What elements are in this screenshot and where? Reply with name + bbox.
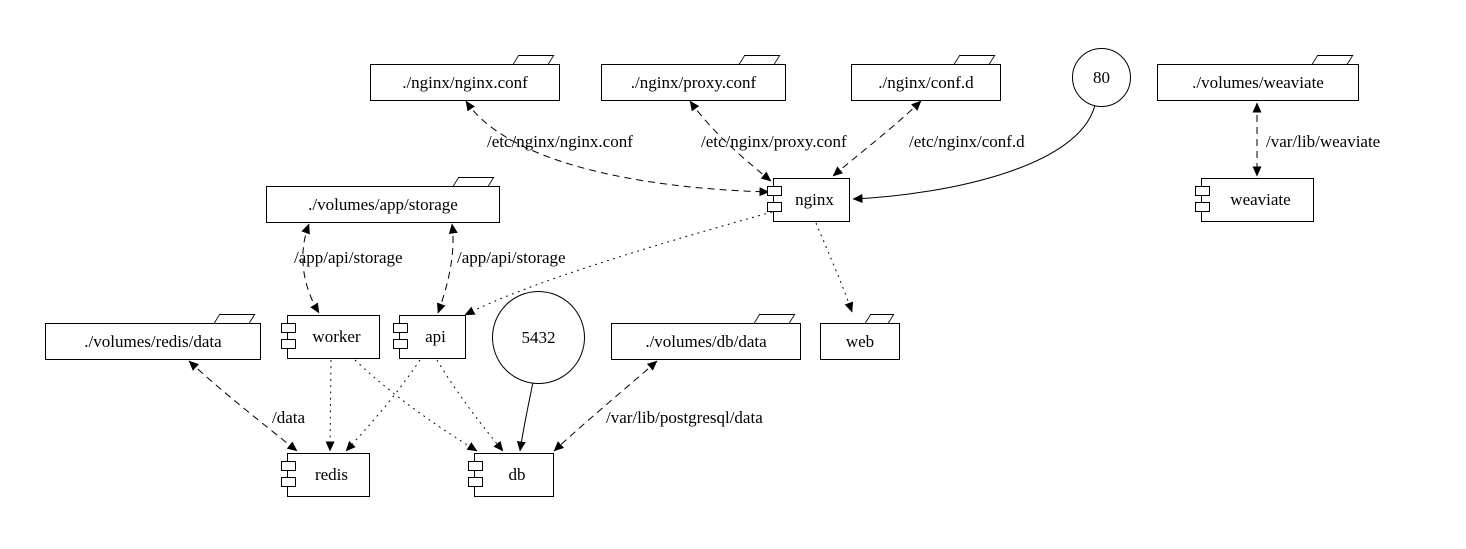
service-db-label: db (508, 465, 526, 484)
edge-nginx-conf-volume (465, 100, 770, 197)
service-worker: worker (281, 315, 380, 359)
port-5432-node: 5432 (492, 291, 585, 384)
folder-conf-d: ./nginx/conf.d (851, 55, 1001, 101)
folder-conf-d-label: ./nginx/conf.d (878, 72, 974, 92)
edge-conf-d-volume (832, 100, 922, 177)
folder-volumes-weaviate-label: ./volumes/weaviate (1192, 72, 1324, 92)
edge-label-api-storage-mount: /app/api/storage (457, 248, 566, 267)
edge-proxy-conf-volume (689, 100, 772, 182)
folder-nginx-conf: ./nginx/nginx.conf (370, 55, 560, 101)
folder-web-label: web (845, 331, 875, 351)
port-80-node: 80 (1072, 48, 1131, 107)
component-body (773, 178, 850, 222)
folder-volumes-app-storage: ./volumes/app/storage (266, 177, 500, 223)
component-port-icon (468, 461, 483, 471)
folder-volumes-redis-data: ./volumes/redis/data (45, 314, 261, 360)
folder-volumes-db-data-label: ./volumes/db/data (645, 331, 767, 351)
service-redis-label: redis (314, 465, 349, 484)
component-body (399, 315, 466, 359)
folder-body (370, 64, 560, 101)
edge-worker-storage-volume (301, 223, 320, 314)
folder-web: web (820, 314, 900, 360)
component-port-icon (1195, 202, 1210, 212)
component-body (287, 315, 380, 359)
service-nginx: nginx (767, 178, 850, 222)
folder-volumes-redis-data-label: ./volumes/redis/data (84, 331, 222, 351)
edge-label-redis-mount: /data (272, 408, 306, 427)
edge-worker-depends-db (354, 359, 478, 452)
folder-body (820, 323, 900, 360)
folder-proxy-conf-label: ./nginx/proxy.conf (630, 72, 757, 92)
component-port-icon (393, 339, 408, 349)
component-port-icon (468, 477, 483, 487)
folder-body (45, 323, 261, 360)
component-body (474, 453, 554, 497)
folder-body (611, 323, 801, 360)
component-port-icon (281, 477, 296, 487)
component-port-icon (1195, 186, 1210, 196)
service-api: api (393, 315, 466, 359)
port-5432-label: 5432 (521, 327, 556, 347)
edge-label-db-mount: /var/lib/postgresql/data (606, 408, 763, 427)
component-port-icon (281, 323, 296, 333)
edge-api-depends-db (436, 359, 504, 452)
folder-body (266, 186, 500, 223)
service-redis: redis (281, 453, 370, 497)
edge-label-weaviate-mount: /var/lib/weaviate (1266, 132, 1381, 151)
edge-nginx-depends-web (815, 222, 854, 313)
service-worker-label: worker (312, 327, 361, 346)
folder-body (851, 64, 1001, 101)
component-body (1201, 178, 1314, 222)
folder-volumes-db-data: ./volumes/db/data (611, 314, 801, 360)
edge-port-80 (852, 104, 1096, 204)
component-port-icon (767, 186, 782, 196)
edge-api-storage-volume (436, 223, 458, 314)
edge-nginx-depends-api (464, 211, 773, 316)
edge-label-conf-d-mount: /etc/nginx/conf.d (909, 132, 1025, 151)
edge-worker-depends-redis (325, 359, 335, 452)
edge-api-depends-redis (345, 359, 421, 452)
component-port-icon (281, 339, 296, 349)
edge-label-proxy-conf-mount: /etc/nginx/proxy.conf (701, 132, 847, 151)
folder-volumes-weaviate: ./volumes/weaviate (1157, 55, 1359, 101)
service-weaviate-label: weaviate (1230, 190, 1291, 209)
component-port-icon (767, 202, 782, 212)
folder-body (601, 64, 786, 101)
folder-volumes-app-storage-label: ./volumes/app/storage (308, 194, 458, 214)
folder-nginx-conf-label: ./nginx/nginx.conf (402, 72, 528, 92)
folder-proxy-conf: ./nginx/proxy.conf (601, 55, 786, 101)
edge-redis-volume (188, 360, 298, 452)
component-port-icon (281, 461, 296, 471)
edge-db-volume (553, 360, 658, 452)
edge-port-5432 (516, 381, 534, 452)
edge-label-nginx-conf-mount: /etc/nginx/nginx.conf (487, 132, 633, 151)
service-api-label: api (425, 327, 446, 346)
port-80-label: 80 (1093, 67, 1110, 87)
component-body (287, 453, 370, 497)
component-port-icon (393, 323, 408, 333)
folder-body (1157, 64, 1359, 101)
service-weaviate: weaviate (1195, 178, 1314, 222)
service-nginx-label: nginx (795, 190, 834, 209)
edge-label-worker-storage-mount: /app/api/storage (294, 248, 403, 267)
service-db: db (468, 453, 554, 497)
